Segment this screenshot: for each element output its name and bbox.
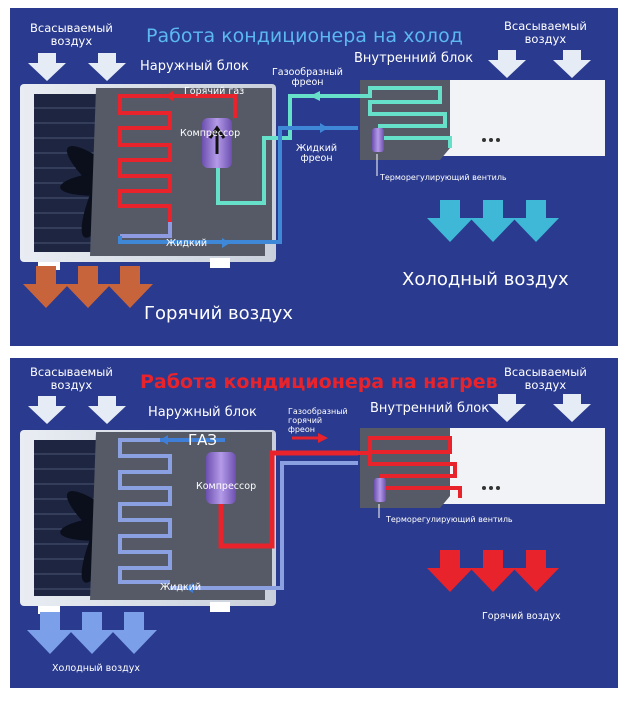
hot-gas-line	[218, 450, 358, 549]
outdoor-cutaway	[90, 88, 272, 256]
outdoor-unit-label: Наружный блок	[140, 59, 249, 74]
hot-air-label: Горячий воздух	[144, 303, 293, 324]
indoor-unit-label: Внутренний блок	[354, 51, 474, 66]
gas-freon-label: Газообразный фреон	[272, 67, 343, 89]
heating-panel: Всасываемый воздух Работа кондиционера н…	[10, 358, 618, 688]
cold-air-arrows	[427, 200, 559, 242]
cooling-title: Работа кондиционера на холод	[146, 25, 463, 47]
liquid-line	[118, 126, 358, 244]
intake-arrows-right	[488, 394, 591, 422]
liquid-label: Жидкий	[160, 582, 202, 593]
indoor-display	[482, 486, 500, 490]
hot-air-arrows	[23, 266, 153, 308]
intake-label-left-text: Всасываемый воздух	[30, 21, 113, 48]
cold-air-arrows	[27, 612, 157, 654]
liquid-arrow	[185, 583, 193, 593]
valve-icon	[372, 128, 384, 152]
intake-arrows-right	[488, 50, 591, 78]
cold-air-label: Холодный воздух	[402, 269, 569, 290]
hot-air-arrows	[427, 550, 559, 592]
intake-arrows-left	[28, 53, 126, 81]
cooling-diagram	[20, 50, 605, 308]
liquid-line	[170, 461, 358, 590]
outdoor-coil	[118, 438, 172, 584]
intake-label-left-text: Всасываемый воздух	[30, 365, 113, 392]
liquid-arrow	[222, 238, 230, 248]
gas-arrow	[160, 435, 168, 445]
liquid-freon-arrow	[320, 123, 328, 133]
liquid-label: Жидкий	[166, 238, 208, 249]
outdoor-coil	[118, 94, 172, 238]
unit-foot	[210, 602, 230, 612]
outdoor-unit-label: Наружный блок	[148, 405, 257, 420]
hot-gas-line	[160, 94, 237, 118]
liquid-freon-label: Жидкий фреон	[296, 143, 338, 165]
cold-air-label: Холодный воздух	[52, 663, 140, 674]
cooling-panel: Всасываемый воздух Работа кондиционера н…	[10, 8, 618, 346]
gas-freon-label: Газообразный горячий фреон	[288, 407, 348, 434]
valve-icon	[374, 478, 386, 502]
heating-diagram	[20, 394, 605, 654]
hot-gas-label: Горячий газ	[184, 86, 245, 97]
heating-title: Работа кондиционера на нагрев	[140, 371, 498, 393]
valve-label: Терморегулирующий вентиль	[380, 173, 507, 182]
intake-label-right-text: Всасываемый воздух	[504, 19, 587, 46]
gas-line-arrow	[310, 91, 320, 101]
gas-return-line	[216, 94, 358, 205]
intake-label-right-text: Всасываемый воздух	[504, 365, 587, 392]
intake-arrows-left	[28, 396, 126, 424]
compressor-arrow-icon	[208, 125, 226, 154]
valve-label: Терморегулирующий вентиль	[386, 515, 513, 524]
gas-label: ГАЗ	[188, 431, 218, 449]
compressor-icon	[206, 452, 236, 504]
indoor-display	[482, 138, 500, 142]
compressor-label: Компрессор	[196, 481, 257, 492]
intake-label-right: Всасываемый воздух	[504, 366, 587, 391]
unit-foot	[210, 258, 230, 268]
indoor-unit-label: Внутренний блок	[370, 401, 490, 416]
intake-label-left: Всасываемый воздух	[30, 22, 113, 47]
intake-label-right: Всасываемый воздух	[504, 20, 587, 45]
hot-gas-arrow	[318, 433, 328, 443]
intake-label-left: Всасываемый воздух	[30, 366, 113, 391]
outdoor-cutaway	[90, 432, 272, 600]
unit-foot	[38, 606, 60, 614]
hot-gas-arrow	[165, 91, 173, 101]
compressor-label: Компрессор	[180, 128, 241, 139]
hot-air-label: Горячий воздух	[482, 611, 561, 622]
